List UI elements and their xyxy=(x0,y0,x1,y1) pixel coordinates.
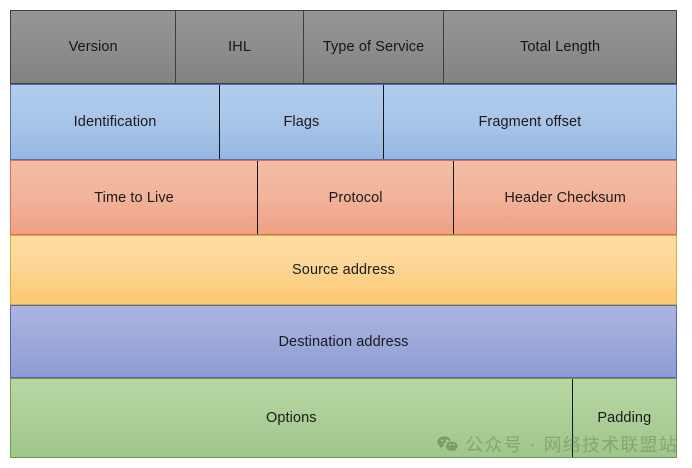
field-label: Identification xyxy=(73,114,157,130)
header-row-6: Options Padding xyxy=(10,378,677,458)
field-time-to-live: Time to Live xyxy=(11,161,257,234)
field-destination-address: Destination address xyxy=(11,306,676,377)
field-label: Type of Service xyxy=(322,39,425,55)
field-fragment-offset: Fragment offset xyxy=(382,85,676,159)
header-row-4: Source address xyxy=(10,235,677,305)
field-label: Fragment offset xyxy=(478,114,582,130)
field-total-length: Total Length xyxy=(443,11,676,83)
field-label: Padding xyxy=(597,410,652,426)
field-padding: Padding xyxy=(571,379,676,457)
field-type-of-service: Type of Service xyxy=(302,11,443,83)
field-label: Header Checksum xyxy=(504,189,626,206)
field-label: Options xyxy=(265,410,317,426)
header-row-3: Time to Live Protocol Header Checksum xyxy=(10,160,677,235)
field-label: Time to Live xyxy=(94,189,174,206)
field-ihl: IHL xyxy=(175,11,303,83)
header-row-2: Identification Flags Fragment offset xyxy=(10,84,677,160)
field-label: Destination address xyxy=(278,333,409,350)
field-label: Total Length xyxy=(520,39,601,55)
field-version: Version xyxy=(11,11,175,83)
header-row-1: Version IHL Type of Service Total Length xyxy=(10,10,677,84)
field-label: Flags xyxy=(283,114,320,130)
field-protocol: Protocol xyxy=(257,161,453,234)
field-label: Source address xyxy=(292,262,395,278)
header-row-5: Destination address xyxy=(10,305,677,378)
field-label: IHL xyxy=(228,39,252,55)
field-label: Version xyxy=(68,39,118,55)
field-flags: Flags xyxy=(219,85,383,159)
field-header-checksum: Header Checksum xyxy=(453,161,676,234)
field-source-address: Source address xyxy=(11,236,676,304)
ipv4-header-diagram: Version IHL Type of Service Total Length… xyxy=(10,10,677,458)
field-label: Protocol xyxy=(328,189,383,206)
field-identification: Identification xyxy=(11,85,219,159)
field-options: Options xyxy=(11,379,572,457)
